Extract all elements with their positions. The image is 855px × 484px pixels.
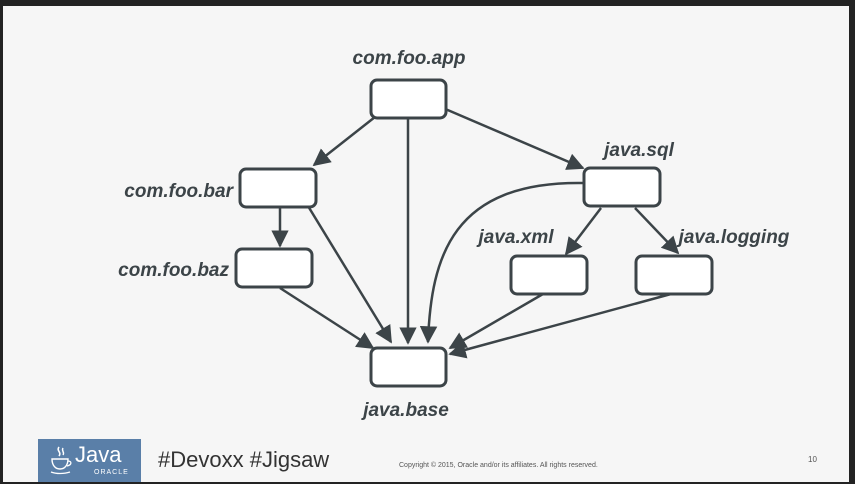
java-logo-text: Java bbox=[75, 442, 122, 467]
copyright-notice: Copyright © 2015, Oracle and/or its affi… bbox=[399, 462, 598, 469]
page-number: 10 bbox=[808, 455, 817, 464]
node-label-xml: java.xml bbox=[476, 227, 555, 248]
edge-xml-base bbox=[448, 292, 544, 350]
node-label-app: com.foo.app bbox=[353, 48, 466, 69]
node-box-xml bbox=[509, 254, 589, 296]
edge-sql-xml bbox=[564, 207, 602, 256]
edge-app-bar bbox=[312, 116, 376, 167]
node-box-sql bbox=[582, 166, 662, 208]
module-graph-diagram: com.foo.app com.foo.bar com.foo.baz java… bbox=[118, 48, 790, 421]
node-label-logging: java.logging bbox=[676, 227, 790, 248]
slide-footer: Java ORACLE #Devoxx #Jigsaw Copyright © … bbox=[3, 436, 849, 482]
edge-logging-base bbox=[448, 292, 672, 359]
java-oracle-logo: Java ORACLE bbox=[38, 439, 141, 482]
coffee-cup-icon bbox=[50, 446, 72, 475]
oracle-logo-text: ORACLE bbox=[94, 469, 129, 476]
edge-sql-logging bbox=[634, 207, 680, 255]
node-label-baz: com.foo.baz bbox=[118, 260, 229, 281]
hashtags: #Devoxx #Jigsaw bbox=[158, 447, 330, 472]
edge-baz-base bbox=[279, 286, 375, 350]
node-box-baz bbox=[234, 247, 314, 289]
node-label-base: java.base bbox=[360, 400, 449, 421]
node-label-bar: com.foo.bar bbox=[124, 181, 234, 202]
edge-sql-base bbox=[419, 181, 584, 344]
node-box-logging bbox=[634, 254, 714, 296]
node-label-sql: java.sql bbox=[601, 140, 674, 161]
node-box-base bbox=[369, 346, 448, 388]
node-box-app bbox=[369, 78, 448, 120]
slide: com.foo.app com.foo.bar com.foo.baz java… bbox=[3, 6, 849, 482]
edge-app-sql bbox=[442, 106, 585, 170]
node-box-bar bbox=[238, 167, 318, 209]
edge-bar-base bbox=[306, 205, 393, 344]
